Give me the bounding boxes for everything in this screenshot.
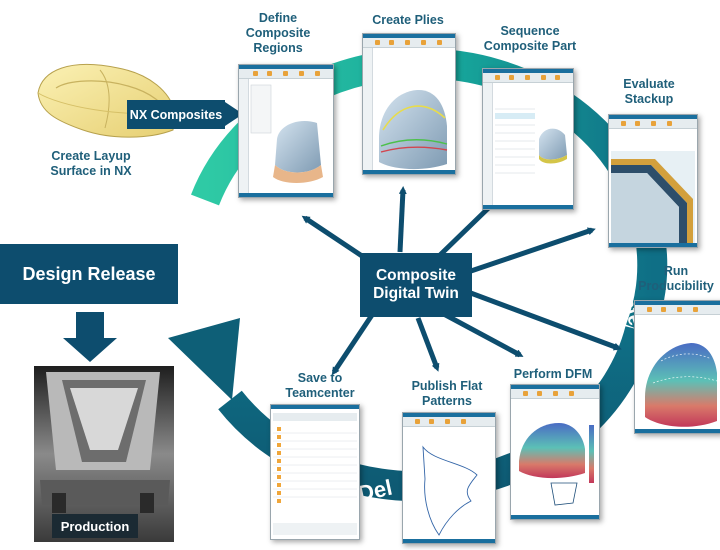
screenshot-sequence-part [482, 68, 574, 210]
nx-composites-label: NX Composites [129, 107, 223, 122]
nx-composites-box: NX Composites [127, 100, 225, 129]
label-publish-flat: Publish Flat Patterns [411, 379, 483, 408]
label-sequence-part: Sequence Composite Part [483, 24, 577, 53]
design-release-label: Design Release [22, 263, 156, 284]
screenshot-run-producibility [634, 300, 720, 434]
screenshot-evaluate-stackup [608, 114, 698, 248]
label-create-plies: Create Plies [372, 13, 444, 27]
center-hub-label: Composite Digital Twin [373, 267, 459, 302]
label-perform-dfm: Perform DFM [513, 367, 593, 381]
spoke-arrows [301, 186, 622, 376]
screenshot-save-teamcenter [270, 404, 360, 540]
label-create-layup: Create Layup Surface in NX [50, 149, 132, 178]
down-arrow [63, 312, 117, 362]
screenshot-define-regions [238, 64, 334, 198]
production-label-box: Production [52, 514, 138, 538]
screenshot-create-plies [362, 33, 456, 175]
cycle-arrowhead [168, 318, 240, 400]
screenshot-perform-dfm [510, 384, 600, 520]
design-release-box: Design Release [0, 244, 178, 304]
center-hub: Composite Digital Twin [360, 253, 472, 317]
production-photo [34, 366, 174, 542]
label-define-regions: Define Composite Regions [245, 11, 311, 55]
screenshot-publish-flat [402, 412, 496, 544]
production-label: Production [60, 518, 130, 534]
nx-arrow-head [225, 102, 243, 126]
label-run-producibility: Run Producibility [638, 264, 714, 293]
label-save-teamcenter: Save to Teamcenter [285, 371, 355, 400]
label-evaluate-stackup: Evaluate Stackup [623, 77, 675, 106]
